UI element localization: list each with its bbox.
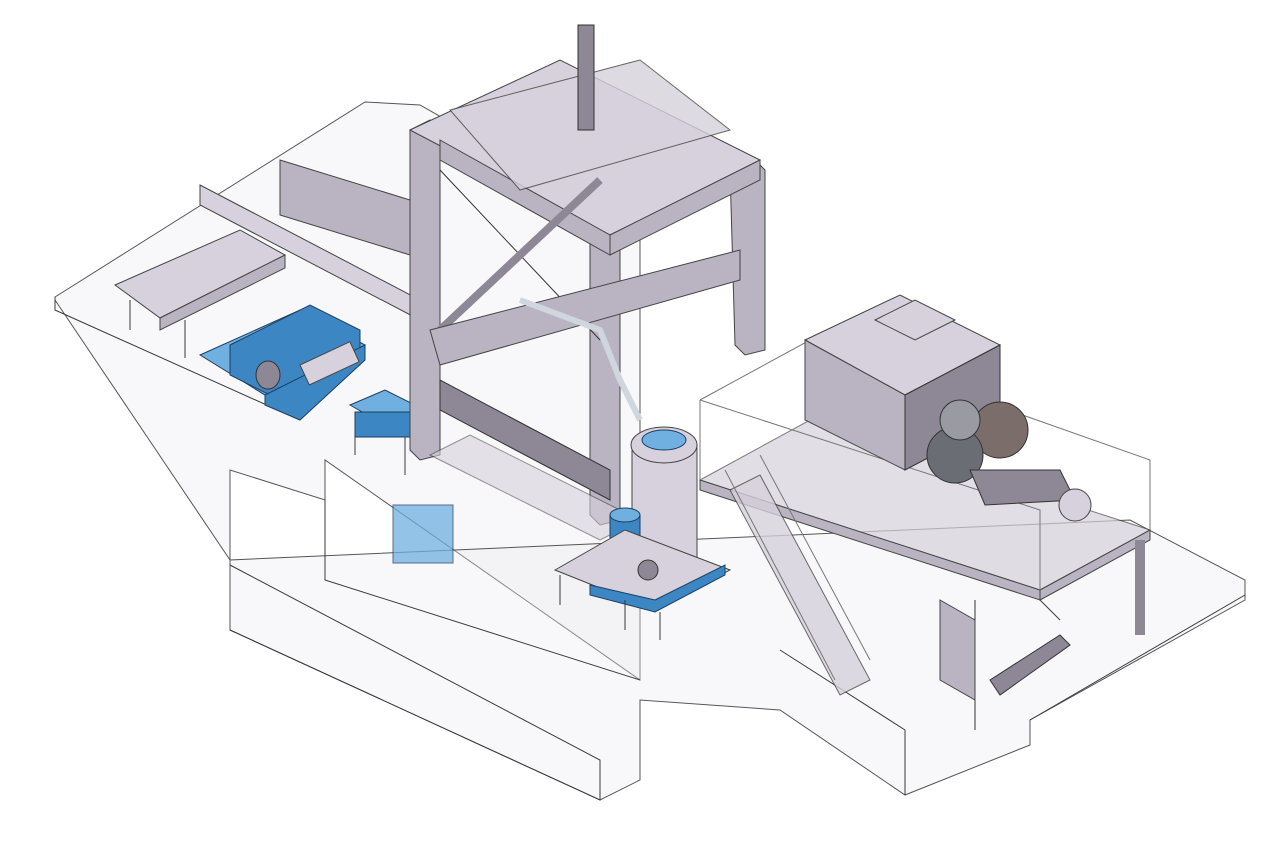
pump-skid [553,529,732,640]
oil-tank [392,504,454,564]
pipework [518,297,643,422]
gear-drive [926,399,1092,522]
pressure-vessel [630,426,698,566]
foundation [54,101,1246,801]
access-stairs [724,454,871,696]
roller-conveyor [114,159,421,358]
main-tower-frame [408,24,766,541]
mixer-platform [698,339,1152,730]
chain-conveyor [989,599,1071,696]
hydraulic-power-unit [198,304,367,421]
